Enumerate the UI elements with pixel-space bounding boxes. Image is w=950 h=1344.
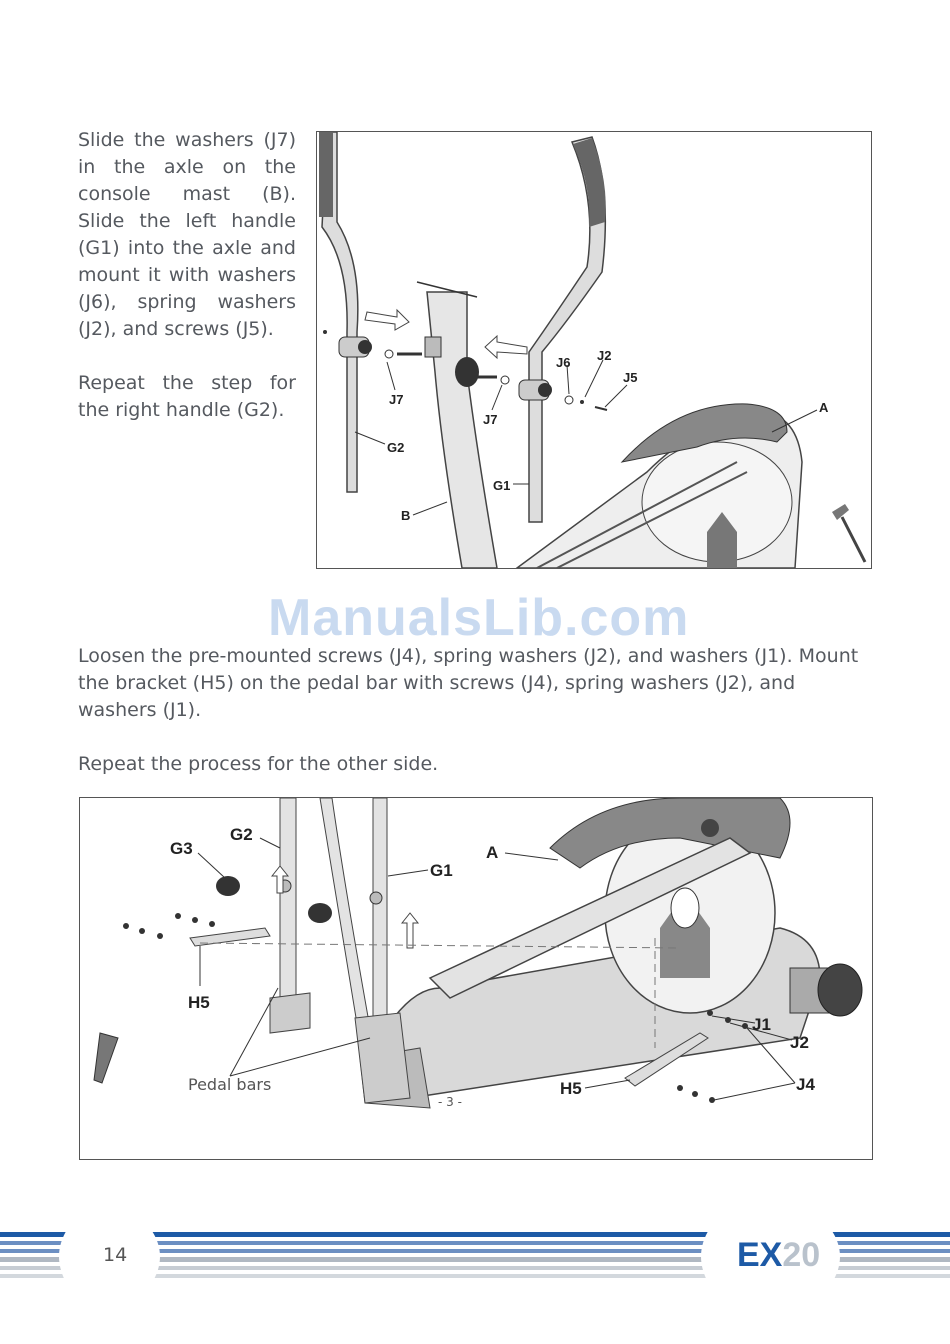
- label-j4: J4: [796, 1075, 815, 1094]
- watermark: ManualsLib.com: [268, 589, 690, 647]
- assembly-figure-pedal-brackets: G3 G2 G1 A H5 H5 J1 J2 J4 Pedal bars - 3…: [79, 797, 873, 1160]
- step1-paragraph-2: Repeat the step for the right handle (G2…: [78, 372, 296, 421]
- label-j6: J6: [556, 355, 570, 370]
- label-g2: G2: [387, 440, 404, 455]
- page-number: 14: [103, 1244, 128, 1266]
- label-h5-right: H5: [560, 1079, 582, 1098]
- pedal-bracket-illustration: G3 G2 G1 A H5 H5 J1 J2 J4 Pedal bars - 3…: [93, 798, 863, 1109]
- step2-text: Loosen the pre-mounted screws (J4), spri…: [78, 643, 878, 805]
- label-b: B: [401, 508, 410, 523]
- label-g1: G1: [430, 861, 453, 880]
- step2-paragraph-2: Repeat the process for the other side.: [78, 753, 439, 775]
- label-g1: G1: [493, 478, 510, 493]
- label-g2: G2: [230, 825, 253, 844]
- label-j7-right: J7: [483, 412, 497, 427]
- step2-paragraph-1: Loosen the pre-mounted screws (J4), spri…: [78, 645, 859, 721]
- step1-paragraph-1: Slide the washers (J7) in the axle on th…: [78, 129, 296, 340]
- label-j5: J5: [623, 370, 637, 385]
- label-j2: J2: [597, 348, 611, 363]
- brand-part-a: EX: [737, 1236, 783, 1274]
- label-pedal-bars: Pedal bars: [188, 1075, 271, 1094]
- label-g3: G3: [170, 839, 193, 858]
- step1-text: Slide the washers (J7) in the axle on th…: [78, 127, 296, 451]
- label-j1: J1: [752, 1015, 771, 1034]
- label-j2: J2: [790, 1033, 809, 1052]
- label-a: A: [486, 843, 498, 862]
- brand-part-b: 20: [782, 1236, 821, 1274]
- brand-logo: EX20: [737, 1236, 820, 1275]
- label-j7-left: J7: [389, 392, 403, 407]
- assembly-figure-handles: J7 J7 J6 J2 J5 A G2 G1 B: [316, 131, 872, 569]
- label-a: A: [819, 400, 829, 415]
- label-h5-left: H5: [188, 993, 210, 1012]
- handles-illustration: J7 J7 J6 J2 J5 A G2 G1 B: [319, 132, 867, 568]
- label-inner-page: - 3 -: [438, 1095, 462, 1109]
- footer-stripes: [0, 1228, 950, 1286]
